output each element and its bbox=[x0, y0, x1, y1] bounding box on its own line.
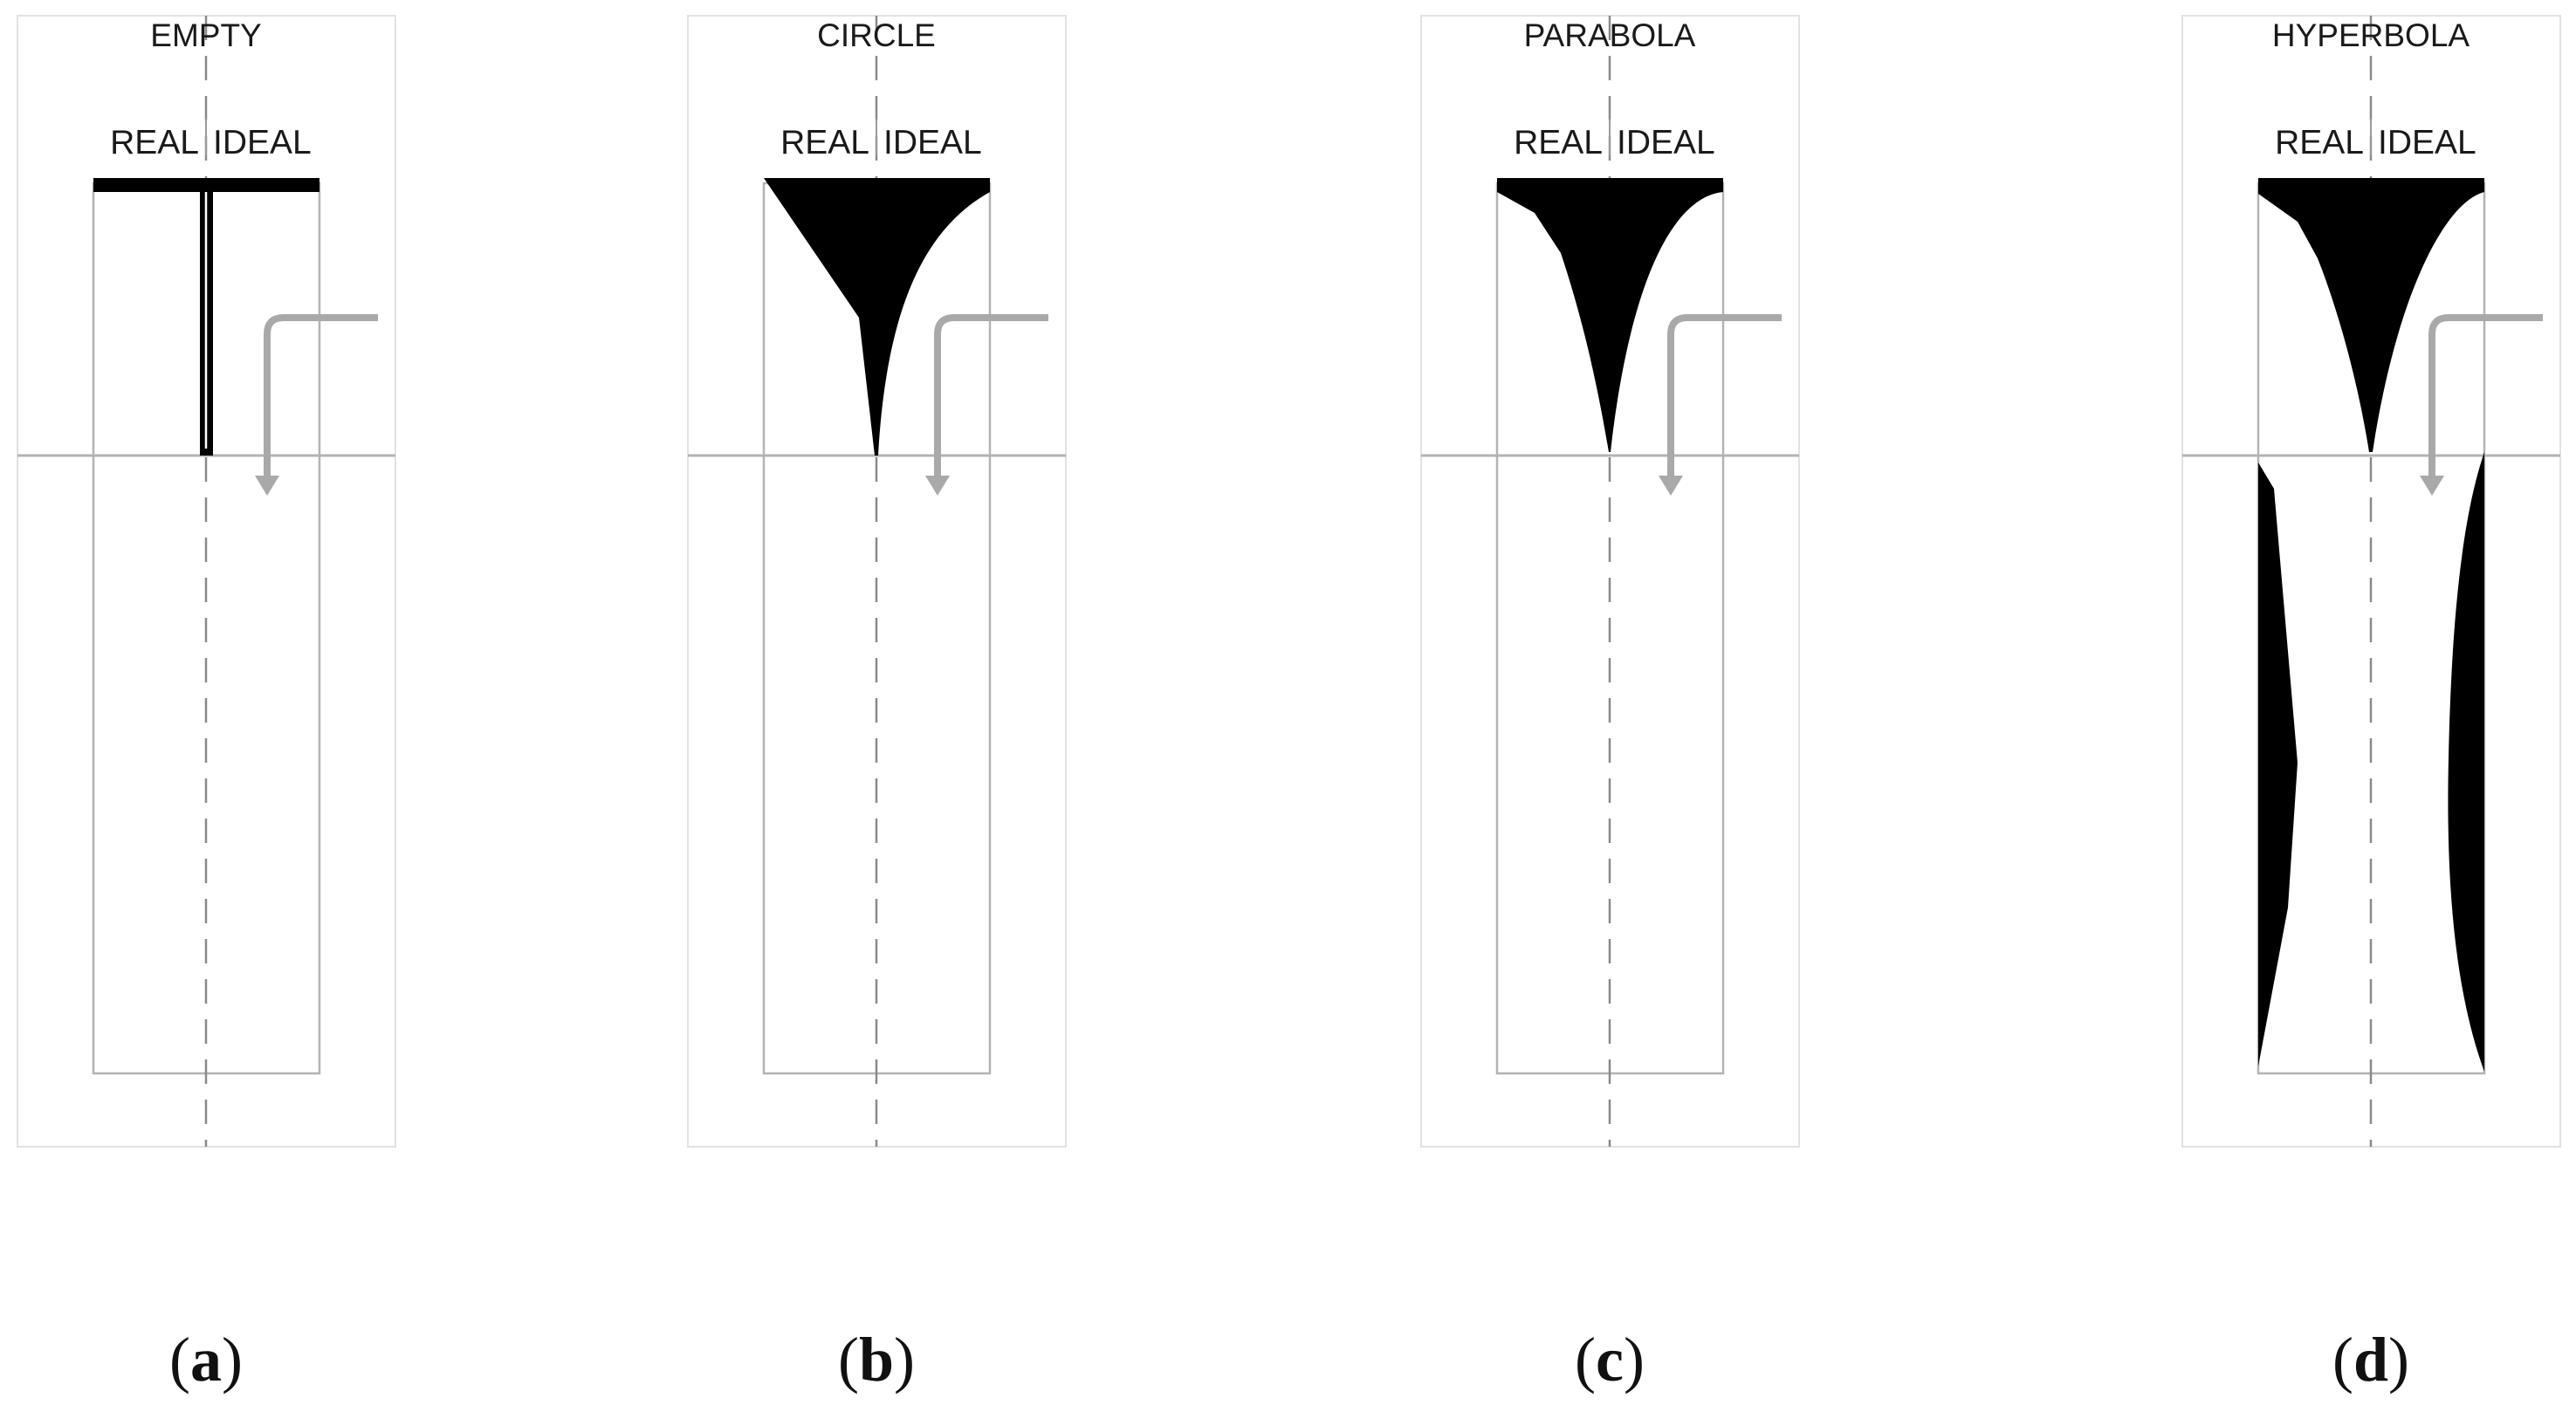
flow-arrow-icon bbox=[934, 314, 1048, 476]
panel-empty: EMPTY REAL IDEAL bbox=[17, 15, 396, 1148]
caption-close: ) bbox=[894, 1325, 915, 1395]
caption-letter: b bbox=[859, 1325, 894, 1395]
flow-arrowhead-icon bbox=[1659, 476, 1683, 496]
caption-letter: a bbox=[190, 1325, 222, 1395]
panel-title: EMPTY bbox=[150, 17, 261, 53]
ideal-label: IDEAL bbox=[883, 124, 982, 161]
caption-open: ( bbox=[838, 1325, 859, 1395]
ideal-label: IDEAL bbox=[213, 124, 312, 161]
panel-parabola: PARABOLA REAL IDEAL bbox=[1420, 15, 1800, 1148]
ideal-label: IDEAL bbox=[2378, 124, 2476, 161]
caption-open: ( bbox=[169, 1325, 190, 1395]
flow-arrow-icon bbox=[1667, 314, 1782, 476]
caption-d: (d) bbox=[2332, 1325, 2409, 1395]
caption-open: ( bbox=[2332, 1325, 2353, 1395]
caption-a: (a) bbox=[169, 1325, 243, 1395]
hyperbola-top-shape bbox=[2258, 178, 2484, 452]
caption-c: (c) bbox=[1575, 1325, 1645, 1395]
panel-hyperbola: HYPERBOLA REAL IDEAL bbox=[2181, 15, 2561, 1148]
flow-arrowhead-icon bbox=[255, 476, 279, 496]
hyperbola-right-wall bbox=[2448, 452, 2484, 1072]
flow-arrowhead-icon bbox=[2420, 476, 2444, 496]
panel-title: CIRCLE bbox=[817, 17, 936, 53]
caption-b: (b) bbox=[838, 1325, 915, 1395]
caption-letter: d bbox=[2353, 1325, 2388, 1395]
caption-open: ( bbox=[1575, 1325, 1596, 1395]
real-label: REAL bbox=[110, 124, 199, 161]
real-label: REAL bbox=[1514, 124, 1603, 161]
real-label: REAL bbox=[2275, 124, 2364, 161]
caption-close: ) bbox=[222, 1325, 243, 1395]
flow-arrow-icon bbox=[264, 314, 378, 476]
flow-arrow-icon bbox=[2428, 314, 2543, 476]
flow-arrowhead-icon bbox=[925, 476, 950, 496]
hyperbola-left-wall bbox=[2258, 463, 2298, 1066]
panel-circle: CIRCLE REAL IDEAL bbox=[687, 15, 1067, 1148]
circle-shape bbox=[764, 178, 990, 456]
caption-close: ) bbox=[1624, 1325, 1645, 1395]
panel-title: PARABOLA bbox=[1524, 17, 1696, 53]
caption-close: ) bbox=[2388, 1325, 2409, 1395]
ideal-label: IDEAL bbox=[1617, 124, 1715, 161]
parabola-shape bbox=[1497, 178, 1723, 452]
caption-letter: c bbox=[1596, 1325, 1624, 1395]
panel-title: HYPERBOLA bbox=[2272, 17, 2470, 53]
real-label: REAL bbox=[780, 124, 869, 161]
